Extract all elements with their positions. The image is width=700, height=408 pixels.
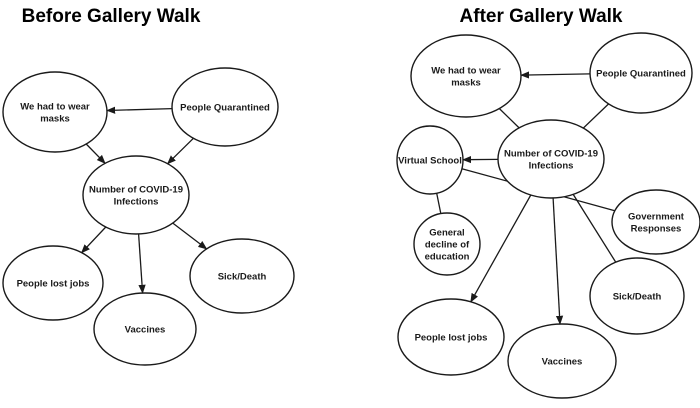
after-node-sick-label-0: Sick/Death [613,292,662,303]
after-node-virtual-label-0: Virtual School [398,156,462,167]
after-map-edges [436,71,617,325]
after-node-education-label-2: education [425,252,470,263]
after-node-jobs: People lost jobs [397,298,505,376]
after-node-government-label-1: Responses [631,224,682,235]
after-node-sick-shape [589,257,685,335]
after-node-government-label-0: Government [628,212,685,223]
before-node-masks-label-1: masks [40,114,70,125]
after-node-masks-label-0: We had to wear [431,66,501,77]
after-gallery-walk-title: After Gallery Walk [460,6,623,27]
before-node-quarantined-shape [171,67,279,147]
before-node-quarantined-label-0: People Quarantined [180,103,270,114]
after-node-sick: Sick/Death [589,257,685,335]
before-edge-infections-to-jobs [80,226,107,254]
after-node-education-shape [413,212,481,276]
after-node-vaccines-label-0: Vaccines [542,357,583,368]
after-node-education-label-0: General [429,228,464,239]
after-node-infections-label-1: Infections [529,161,574,172]
after-node-virtual-shape [396,125,464,195]
before-node-sick-shape [189,238,295,314]
after-node-virtual: Virtual School [396,125,464,195]
before-node-infections-shape [82,155,190,235]
after-edge-quarantined-to-masks [520,71,591,79]
after-node-government-shape [611,189,700,255]
after-node-jobs-label-0: People lost jobs [415,333,488,344]
after-node-masks-label-1: masks [451,78,481,89]
after-node-quarantined-shape [589,32,693,114]
before-edge-infections-to-vaccines [137,233,146,294]
before-node-jobs-label-0: People lost jobs [17,279,90,290]
before-node-sick-label-0: Sick/Death [218,272,267,283]
after-node-quarantined: People Quarantined [589,32,693,114]
after-node-vaccines-shape [507,323,617,399]
after-node-quarantined-label-0: People Quarantined [596,69,686,80]
after-edge-infections-to-vaccines [552,197,564,325]
before-node-quarantined: People Quarantined [171,67,279,147]
before-node-vaccines-label-0: Vaccines [125,325,166,336]
before-edge-infections-to-sick [172,222,208,250]
before-node-jobs-shape [2,245,104,321]
before-node-jobs: People lost jobs [2,245,104,321]
before-map-edges [80,106,208,294]
before-node-infections-label-0: Number of COVID-19 [89,185,183,196]
after-edge-masks-to-infections [498,108,520,129]
before-node-vaccines: Vaccines [93,292,197,366]
before-node-sick: Sick/Death [189,238,295,314]
before-node-vaccines-shape [93,292,197,366]
before-edge-quarantined-to-infections [166,137,194,165]
after-edge-infections-to-jobs [470,194,532,303]
after-node-education-label-1: decline of [425,240,470,251]
after-node-infections-shape [497,119,605,199]
after-edge-infections-to-sick [572,194,617,263]
before-node-masks-shape [2,71,108,153]
after-node-vaccines: Vaccines [507,323,617,399]
after-node-jobs-shape [397,298,505,376]
after-node-infections-label-0: Number of COVID-19 [504,149,598,160]
before-gallery-walk-title: Before Gallery Walk [22,6,201,27]
after-edge-virtual-to-education [436,193,442,214]
after-node-masks-shape [410,34,522,118]
before-node-infections-label-1: Infections [114,197,159,208]
before-edge-quarantined-to-masks [106,106,173,114]
before-edge-masks-to-infections [85,143,106,164]
before-node-masks-label-0: We had to wear [20,102,90,113]
after-edge-quarantined-to-infections [582,103,610,129]
